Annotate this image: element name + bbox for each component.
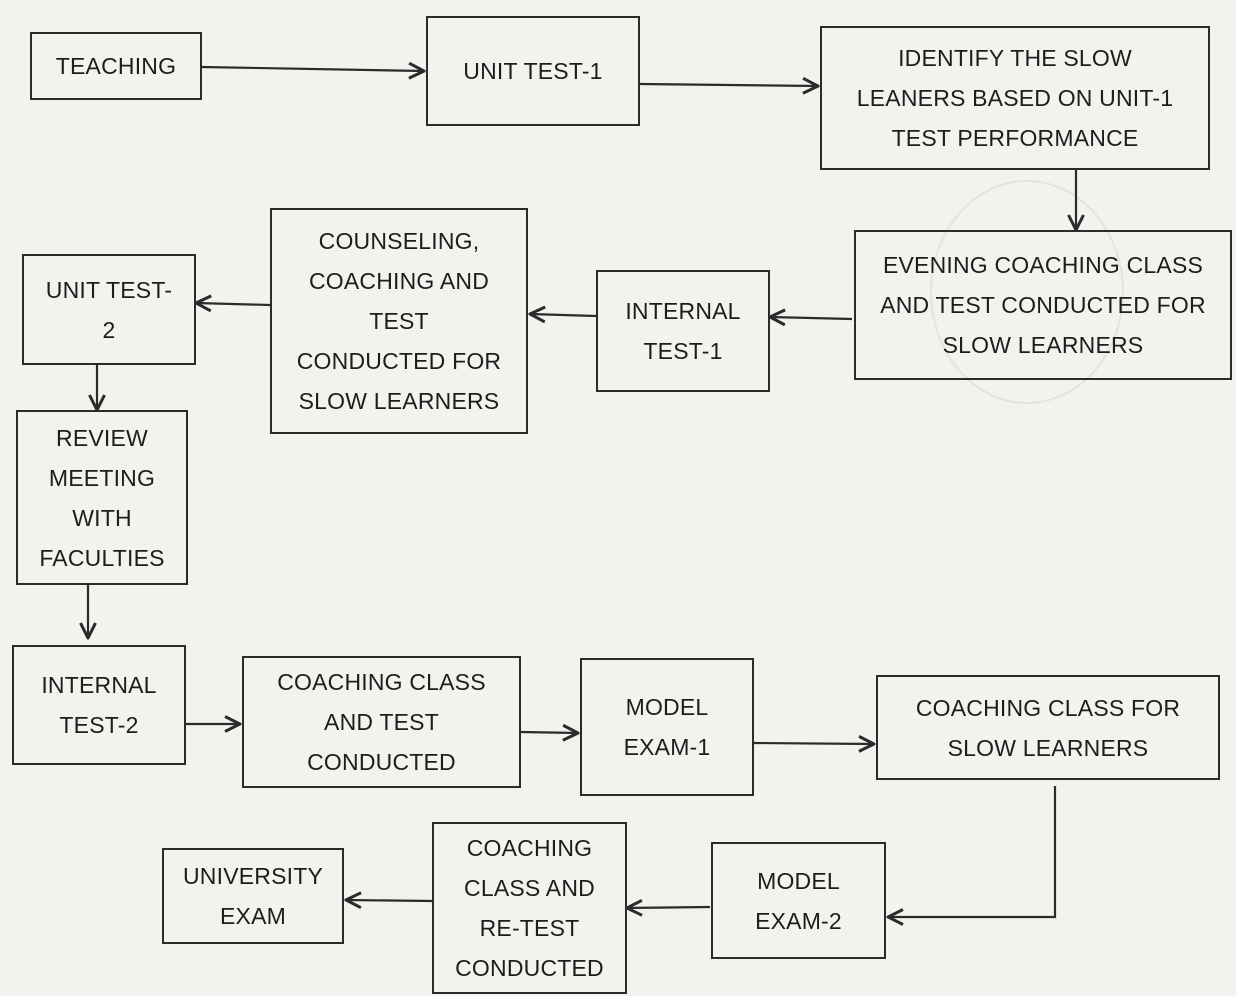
- node-internal-test-1-label: INTERNAL TEST-1: [625, 298, 741, 364]
- node-counseling: COUNSELING, COACHING AND TEST CONDUCTED …: [270, 208, 528, 434]
- node-evening-coaching: EVENING COACHING CLASS AND TEST CONDUCTE…: [854, 230, 1232, 380]
- node-counseling-label: COUNSELING, COACHING AND TEST CONDUCTED …: [296, 228, 502, 414]
- node-model-exam-2-label: MODEL EXAM-2: [755, 867, 842, 934]
- node-unit-test-2-label: UNIT TEST-2: [45, 276, 173, 343]
- node-model-exam-2: MODEL EXAM-2: [711, 842, 886, 959]
- node-identify-slow-learners: IDENTIFY THE SLOW LEANERS BASED ON UNIT-…: [820, 26, 1210, 170]
- stamp-watermark: [930, 180, 1124, 404]
- node-internal-test-2: INTERNAL TEST-2: [12, 645, 186, 765]
- node-coaching-slow-learners: COACHING CLASS FOR SLOW LEARNERS: [876, 675, 1220, 780]
- node-teaching: TEACHING: [30, 32, 202, 100]
- edge-internal-1-counseling: [530, 314, 597, 316]
- edge-retest-university: [346, 900, 433, 901]
- node-coaching-class-test: COACHING CLASS AND TEST CONDUCTED: [242, 656, 521, 788]
- node-coaching-slow-learners-label: COACHING CLASS FOR SLOW LEARNERS: [915, 694, 1181, 761]
- node-unit-test-2: UNIT TEST-2: [22, 254, 196, 365]
- edge-coaching-slow-model-2: [888, 786, 1057, 917]
- edge-unit-test-1-identify: [639, 84, 818, 86]
- node-coaching-class-test-label: COACHING CLASS AND TEST CONDUCTED: [277, 669, 486, 775]
- node-university-exam: UNIVERSITY EXAM: [162, 848, 344, 944]
- edge-evening-internal-1: [770, 317, 853, 319]
- node-coaching-retest: COACHING CLASS AND RE-TEST CONDUCTED: [432, 822, 627, 994]
- node-unit-test-1: UNIT TEST-1: [426, 16, 640, 126]
- node-coaching-retest-label: COACHING CLASS AND RE-TEST CONDUCTED: [455, 835, 604, 981]
- node-model-exam-1-label: MODEL EXAM-1: [623, 694, 711, 760]
- edge-model-1-coaching-slow: [753, 743, 874, 744]
- edge-model-2-retest: [627, 907, 711, 908]
- node-teaching-label: TEACHING: [55, 53, 177, 79]
- node-review-meeting-label: REVIEW MEETING WITH FACULTIES: [39, 424, 165, 571]
- edge-teaching-unit-test-1: [201, 67, 424, 71]
- node-identify-slow-learners-label: IDENTIFY THE SLOW LEANERS BASED ON UNIT-…: [856, 45, 1174, 151]
- node-evening-coaching-label: EVENING COACHING CLASS AND TEST CONDUCTE…: [880, 252, 1206, 358]
- node-internal-test-1: INTERNAL TEST-1: [596, 270, 770, 392]
- edge-coaching-test-model-1: [520, 732, 578, 733]
- node-internal-test-2-label: INTERNAL TEST-2: [41, 672, 157, 738]
- edge-counseling-unit-test-2: [196, 303, 271, 305]
- node-university-exam-label: UNIVERSITY EXAM: [182, 863, 324, 929]
- node-review-meeting: REVIEW MEETING WITH FACULTIES: [16, 410, 188, 585]
- node-model-exam-1: MODEL EXAM-1: [580, 658, 754, 796]
- node-unit-test-1-label: UNIT TEST-1: [463, 58, 603, 84]
